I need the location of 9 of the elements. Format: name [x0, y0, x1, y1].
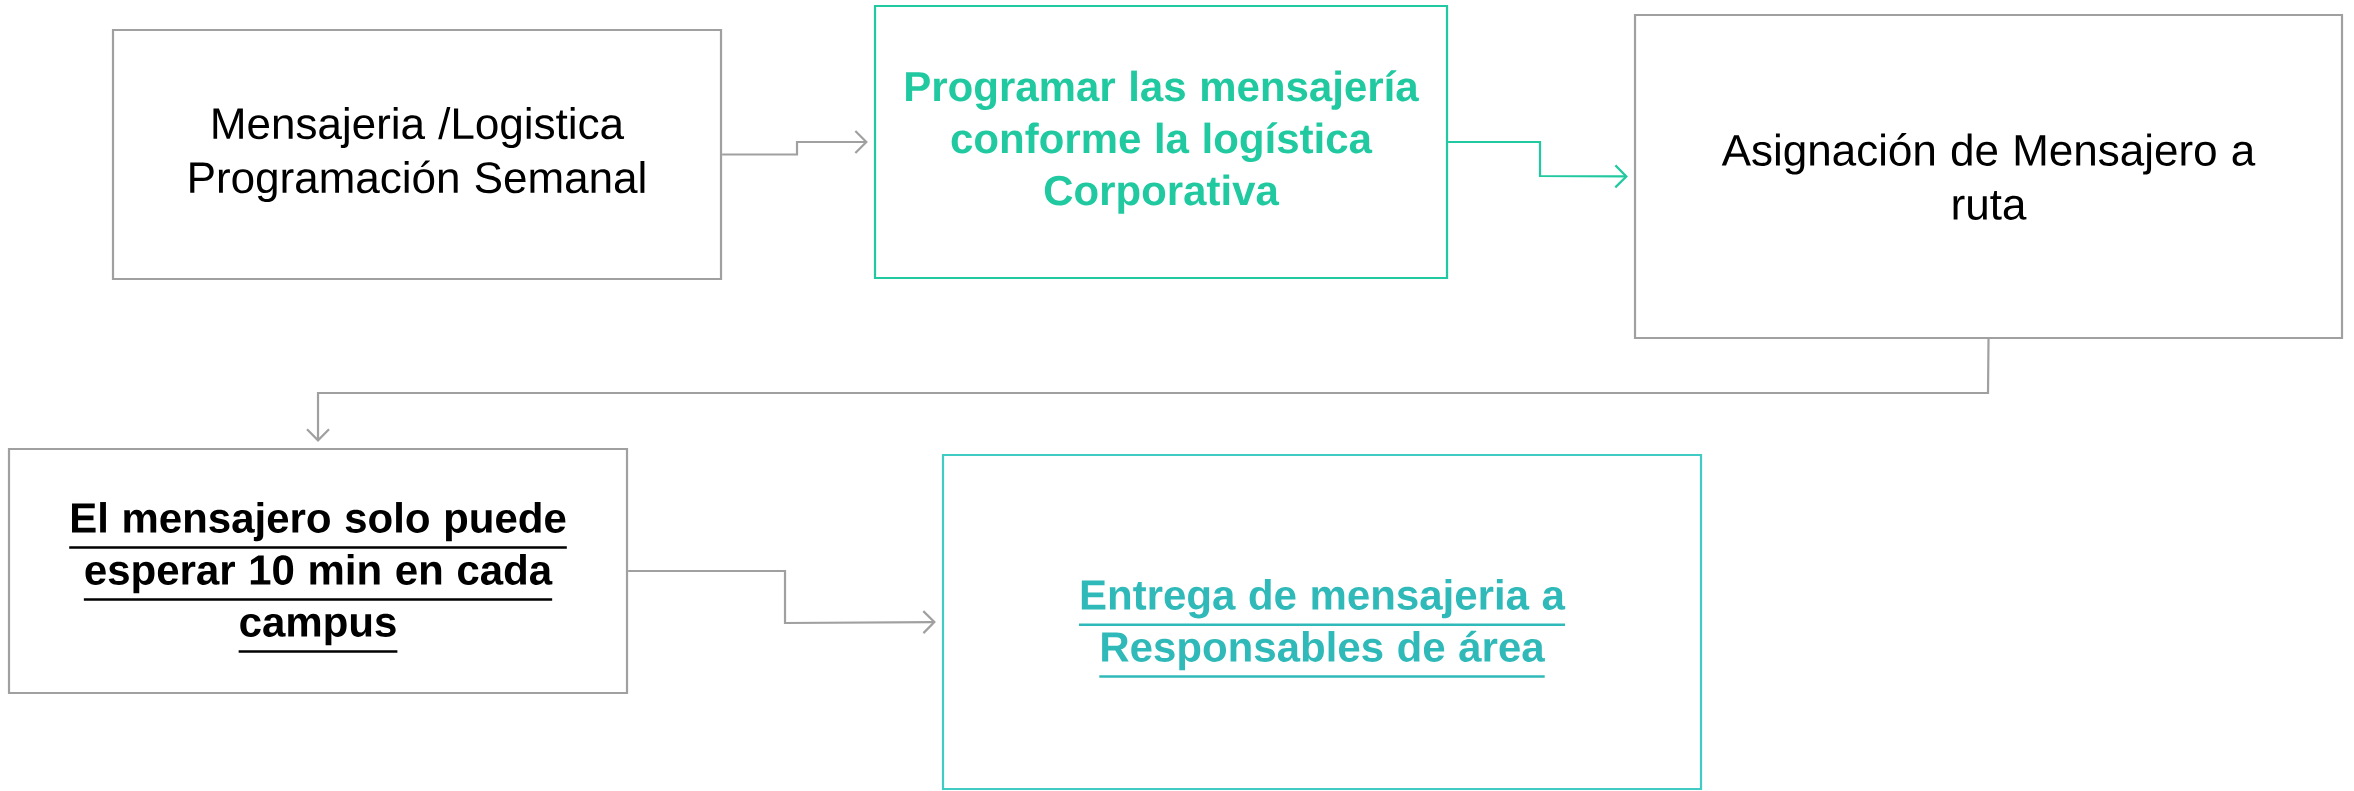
process-box: Asignación de Mensajero a ruta: [1633, 13, 2344, 340]
arrow: [1448, 140, 1628, 189]
arrow: [306, 339, 1990, 442]
process-box: Entrega de mensajeria a Responsables de área: [941, 453, 1703, 791]
note-box: El mensajero solo puede esperar 10 min en cada campus: [7, 447, 629, 695]
arrow: [628, 569, 936, 634]
process-box: Mensajeria /Logistica Programación Semanal: [111, 28, 723, 281]
process-box: Programar las mensajería conforme la logística Corporativa: [873, 4, 1449, 280]
arrow: [722, 130, 868, 156]
